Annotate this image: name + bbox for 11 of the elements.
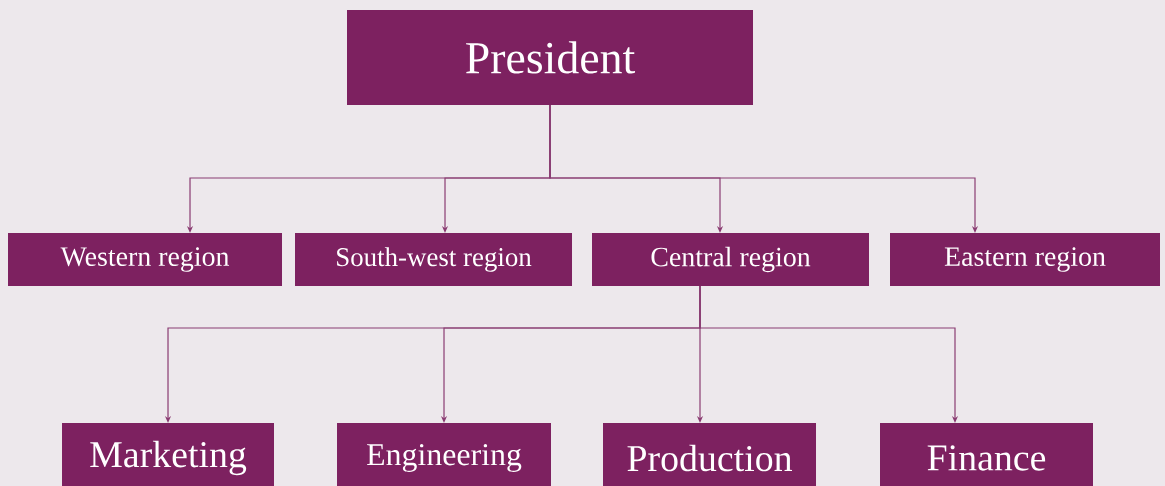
org-box: Production	[603, 423, 816, 486]
org-box: Eastern region	[890, 233, 1160, 286]
org-box: South-west region	[295, 233, 572, 286]
org-box: Western region	[8, 233, 282, 286]
org-box: Central region	[592, 233, 869, 286]
org-box: Engineering	[337, 423, 551, 486]
org-box: Finance	[880, 423, 1093, 486]
org-box: President	[347, 10, 753, 105]
arrow	[549, 104, 979, 233]
arrow	[699, 285, 959, 423]
org-box: Marketing	[62, 423, 274, 486]
